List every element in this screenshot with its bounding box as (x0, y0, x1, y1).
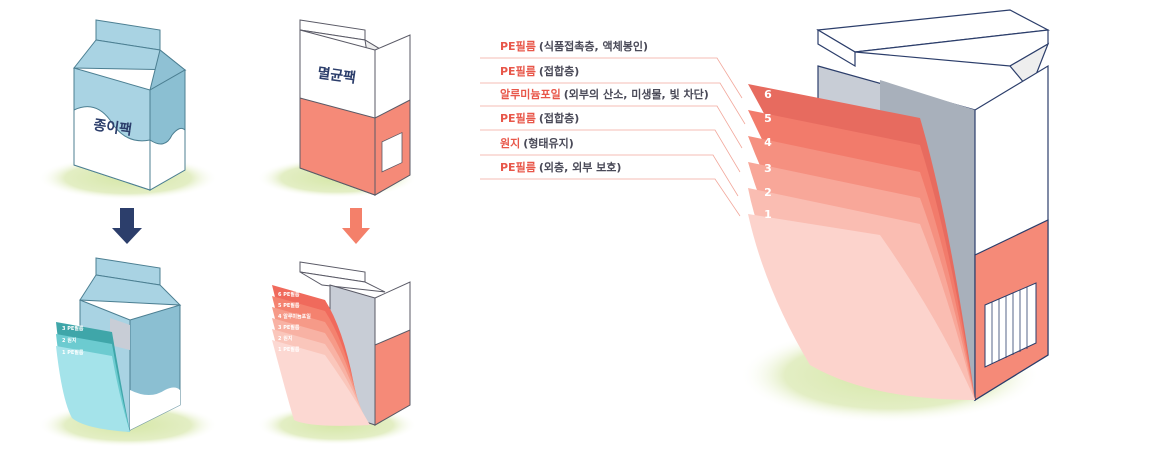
mini-layer-label: 2 원지 (62, 337, 77, 344)
aseptic-pack-label: 멸균팩 (316, 64, 357, 86)
layer-number-1: 1 (764, 208, 772, 221)
layer-label-5: PE필름(접합층) (500, 64, 579, 78)
leader-line (480, 105, 743, 149)
leader-line (480, 154, 739, 197)
leader-line (480, 82, 746, 125)
aseptic-pack-layer-labels: 6 PE필름 5 PE필름 4 알루미늄포일 3 PE필름 2 원지 1 PE필름 (278, 291, 311, 353)
layer-label-1: PE필름(외층, 외부 보호) (500, 160, 621, 174)
mini-layer-label: 6 PE필름 (278, 291, 300, 298)
layer-label-4: 알루미늄포일(외부의 산소, 미생물, 빛 차단) (500, 87, 709, 101)
down-arrow-salmon (342, 208, 370, 244)
leader-line (480, 57, 743, 99)
aseptic-pack-detail (740, 9, 1051, 423)
layer-number-6: 6 (764, 88, 772, 101)
layer-label-3: PE필름(접합층) (500, 111, 579, 125)
layer-labels: PE필름(식품접촉층, 액체봉인)PE필름(접합층)알루미늄포일(외부의 산소,… (500, 39, 709, 174)
mini-layer-label: 2 원지 (278, 335, 293, 342)
layer-desc: (형태유지) (523, 136, 574, 150)
layer-desc: (접합층) (539, 111, 579, 125)
mini-layer-label: 3 PE필름 (62, 325, 84, 332)
layer-name: PE필름 (500, 64, 536, 78)
layer-desc: (외층, 외부 보호) (539, 160, 622, 174)
layer-name: 알루미늄포일 (500, 87, 561, 101)
mini-layer-label: 1 PE필름 (62, 349, 84, 356)
layer-desc: (외부의 산소, 미생물, 빛 차단) (564, 87, 709, 101)
aseptic-pack-layered: 6 PE필름 5 PE필름 4 알루미늄포일 3 PE필름 2 원지 1 PE필름 (257, 261, 417, 445)
layer-desc: (식품접촉층, 액체봉인) (539, 39, 648, 53)
paper-pack-label: 종이팩 (92, 116, 133, 138)
mini-layer-label: 5 PE필름 (278, 302, 300, 309)
leader-lines (480, 57, 746, 217)
mini-layer-label: 3 PE필름 (278, 324, 300, 331)
layer-name: 원지 (500, 136, 520, 150)
down-arrow-navy (112, 208, 142, 244)
leader-line (480, 129, 741, 173)
paper-pack-layered: 3 PE필름 2 원지 1 PE필름 (38, 257, 218, 447)
mini-layer-label: 1 PE필름 (278, 346, 300, 353)
layer-number-2: 2 (764, 186, 772, 199)
layer-name: PE필름 (500, 39, 536, 53)
paper-pack-carton: 종이팩 (38, 19, 218, 200)
layer-numbers: 6 5 4 3 2 1 (764, 88, 772, 221)
mini-layer-label: 4 알루미늄포일 (278, 313, 311, 320)
layer-number-3: 3 (764, 162, 772, 175)
layer-name: PE필름 (500, 160, 536, 174)
layer-label-2: 원지(형태유지) (500, 136, 574, 150)
leader-line (480, 178, 741, 217)
layer-number-5: 5 (764, 112, 772, 125)
layer-name: PE필름 (500, 111, 536, 125)
layer-label-6: PE필름(식품접촉층, 액체봉인) (500, 39, 648, 53)
paper-pack-layer-labels: 3 PE필름 2 원지 1 PE필름 (62, 325, 84, 356)
layer-desc: (접합층) (539, 64, 579, 78)
layer-number-4: 4 (764, 136, 772, 149)
aseptic-pack-carton: 멸균팩 (257, 19, 417, 198)
